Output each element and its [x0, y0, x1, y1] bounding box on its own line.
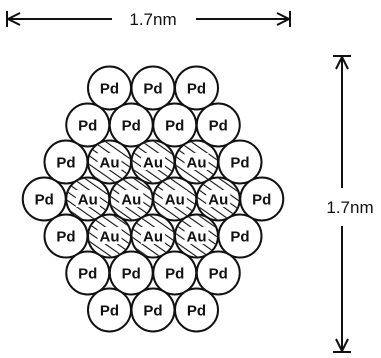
atom-label: Au	[165, 192, 185, 209]
pd-atom-r5-c0: Pd	[65, 250, 111, 296]
pd-atom-r4-c0: Pd	[43, 213, 89, 259]
atom-circle	[195, 250, 241, 296]
atom-label-backing	[184, 227, 209, 244]
pd-atom-r0-c1: Pd	[130, 65, 176, 111]
atom-label: Au	[100, 155, 120, 172]
pd-atom-r2-c4: Pd	[217, 139, 263, 185]
atom-label: Pd	[187, 81, 206, 98]
atom-label: Pd	[78, 118, 97, 135]
pd-atom-r1-c0: Pd	[65, 102, 111, 148]
width-arrow-right	[276, 12, 292, 26]
height-label: 1.7nm	[326, 198, 373, 217]
pd-atom-r3-c0: Pd	[21, 176, 67, 222]
atom-label: Pd	[122, 266, 141, 283]
pd-atom-r1-c3: Pd	[195, 102, 241, 148]
atom-label: Pd	[100, 81, 119, 98]
atom-label: Au	[143, 155, 163, 172]
au-atom-r3-c3: Au	[152, 176, 198, 222]
atom-label: Au	[187, 229, 207, 246]
atom-label: Au	[121, 192, 141, 209]
atom-label-backing	[184, 153, 209, 170]
atom-label-backing	[119, 190, 144, 207]
atom-label-backing	[75, 190, 100, 207]
atom-label: Pd	[56, 155, 75, 172]
atom-label: Pd	[78, 266, 97, 283]
atom-label: Pd	[35, 192, 54, 209]
pd-atom-r5-c3: Pd	[195, 250, 241, 296]
atom-label: Pd	[230, 155, 249, 172]
atom-label: Au	[208, 192, 228, 209]
atom-label-backing	[141, 227, 165, 244]
atom-label: Pd	[209, 118, 228, 135]
atom-label: Au	[78, 192, 98, 209]
atom-label: Pd	[187, 303, 206, 320]
pd-atom-r3-c5: Pd	[239, 176, 285, 222]
atom-label-backing	[97, 227, 122, 244]
width-arrow-left	[5, 12, 21, 26]
height-arrow-bottom	[335, 338, 349, 354]
atom-label: Au	[100, 229, 120, 246]
width-dimension: 1.7nm	[5, 10, 292, 29]
pd-atom-r6-c0: Pd	[87, 287, 132, 333]
atom-label: Pd	[165, 118, 184, 135]
atom-circle	[174, 65, 219, 111]
au-atom-r2-c3: Au	[174, 139, 219, 185]
atom-circle	[174, 287, 219, 333]
atom-circle	[195, 102, 241, 148]
atom-label: Pd	[143, 303, 162, 320]
atom-label: Pd	[100, 303, 119, 320]
atom-label: Pd	[143, 81, 162, 98]
au-atom-r3-c4: Au	[195, 176, 241, 222]
au-atom-r4-c2: Au	[130, 213, 176, 259]
atom-label-backing	[97, 153, 122, 170]
atom-label-backing	[141, 153, 165, 170]
atom-label-backing	[206, 190, 231, 207]
atom-label: Pd	[209, 266, 228, 283]
pd-atom-r1-c1: Pd	[108, 102, 154, 148]
au-atom-r4-c3: Au	[174, 213, 219, 259]
height-dimension: 1.7nm	[326, 54, 374, 354]
pd-atom-r6-c2: Pd	[174, 287, 219, 333]
au-atom-r4-c1: Au	[87, 213, 132, 259]
atom-circle	[217, 213, 263, 259]
pd-atom-r5-c2: Pd	[152, 250, 198, 296]
atom-circle	[239, 176, 285, 222]
pd-atom-r0-c0: Pd	[87, 65, 132, 111]
atom-circle	[217, 139, 263, 185]
au-atom-r3-c2: Au	[108, 176, 154, 222]
au-atom-r2-c2: Au	[130, 139, 176, 185]
atom-label: Pd	[252, 192, 271, 209]
au-atom-r3-c1: Au	[65, 176, 111, 222]
pd-atom-r2-c0: Pd	[43, 139, 89, 185]
atom-label: Pd	[165, 266, 184, 283]
au-atom-r2-c1: Au	[87, 139, 132, 185]
pd-atom-r1-c2: Pd	[152, 102, 198, 148]
atom-label-backing	[162, 190, 187, 207]
atom-label: Au	[143, 229, 163, 246]
pd-atom-r5-c1: Pd	[108, 250, 154, 296]
atom-label: Pd	[122, 118, 141, 135]
pd-atom-r0-c2: Pd	[174, 65, 219, 111]
height-arrow-top	[335, 54, 349, 70]
atom-label: Pd	[56, 229, 75, 246]
width-label: 1.7nm	[129, 10, 176, 29]
pd-atom-r4-c4: Pd	[217, 213, 263, 259]
atom-label: Pd	[230, 229, 249, 246]
atom-label: Au	[187, 155, 207, 172]
pd-atom-r6-c1: Pd	[130, 287, 176, 333]
